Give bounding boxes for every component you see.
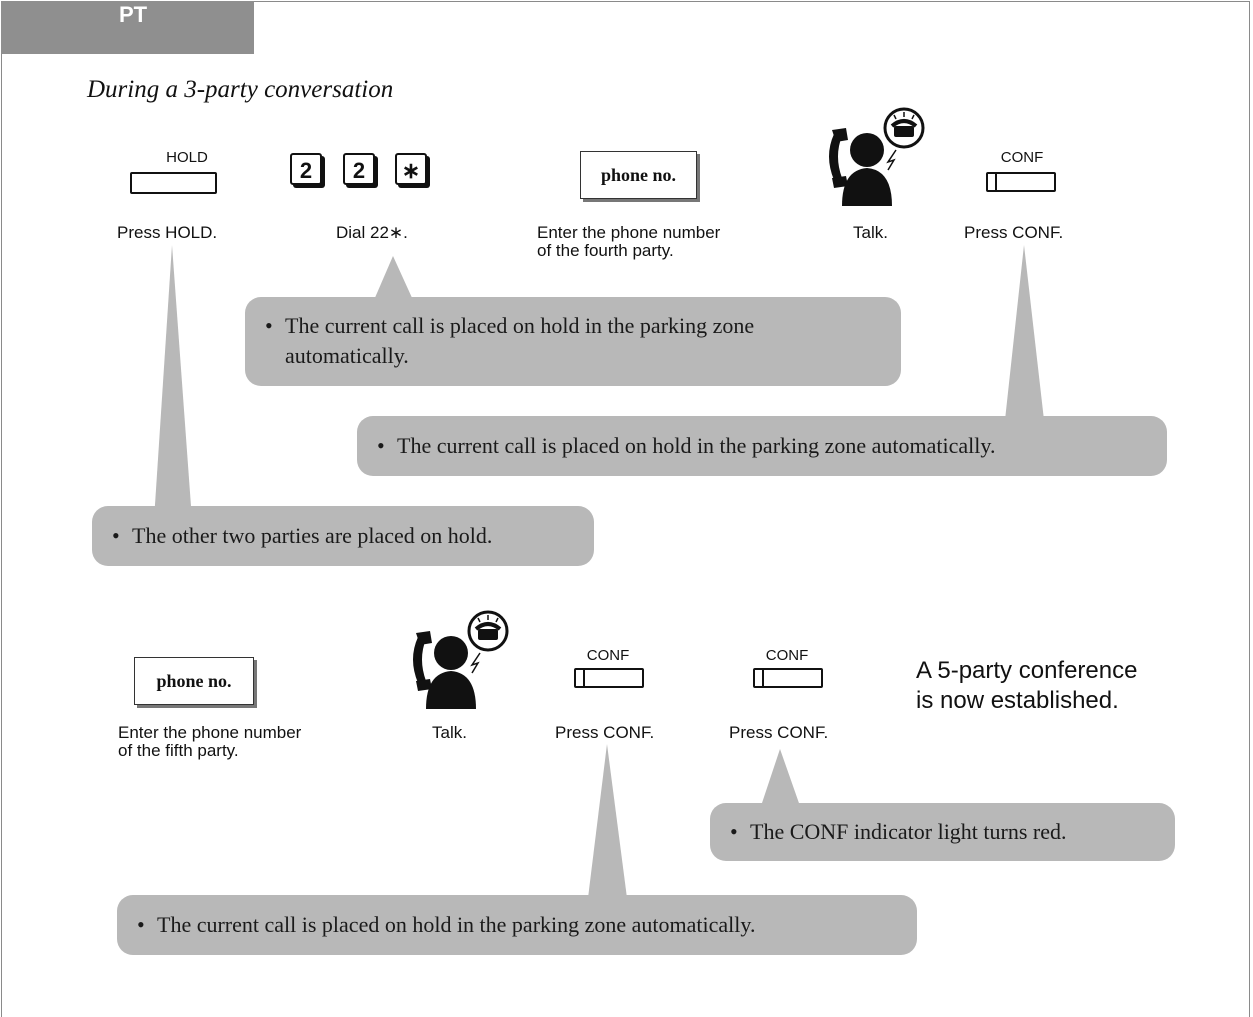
note-hold: • The other two parties are placed on ho…	[92, 506, 594, 566]
phone-no-box[interactable]: phone no.	[580, 151, 697, 199]
dial-key-2a[interactable]: 2	[290, 153, 322, 185]
bullet: •	[265, 313, 273, 338]
section-tab: PT	[1, 1, 254, 54]
phone-label-line2: of the fourth party.	[537, 241, 674, 260]
result-line1: A 5-party conference	[916, 657, 1138, 684]
note-dial: • The current call is placed on hold in …	[245, 297, 901, 386]
tab-label: PT	[119, 2, 148, 27]
dial-key-star[interactable]: ∗	[395, 153, 427, 185]
conf-button-2[interactable]	[574, 668, 644, 688]
note-conf-indicator: • The CONF indicator light turns red.	[710, 803, 1175, 861]
conf-lamp	[583, 670, 585, 686]
conf-caption-3: CONF	[765, 647, 809, 664]
pointer-conf-row1	[1005, 245, 1044, 420]
conf-label-2: Press CONF.	[555, 723, 655, 742]
conf-button-3[interactable]	[753, 668, 823, 688]
note-text-line2: automatically.	[285, 343, 409, 368]
phone-label-line1: Enter the phone number	[537, 223, 721, 242]
bullet: •	[137, 912, 145, 937]
note-text-line1: The current call is placed on hold in th…	[285, 313, 755, 338]
bullet: •	[377, 433, 385, 458]
hold-caption: HOLD	[166, 149, 208, 166]
note-text: The current call is placed on hold in th…	[157, 912, 756, 937]
conf-lamp	[762, 670, 764, 686]
dial-label: Dial 22∗.	[336, 223, 408, 242]
talk-label-2: Talk.	[432, 723, 467, 742]
talk-icon-2	[413, 610, 509, 709]
talk-icon	[829, 107, 925, 206]
note-text: The current call is placed on hold in th…	[397, 433, 996, 458]
note-parking: • The current call is placed on hold in …	[117, 895, 917, 955]
hold-button[interactable]	[130, 172, 217, 194]
bullet: •	[730, 819, 738, 844]
phone-no-box-2[interactable]: phone no.	[134, 657, 254, 705]
pointer-hold	[154, 245, 192, 520]
pointer-conf-row2-left	[588, 744, 627, 898]
conf-caption: CONF	[1000, 149, 1044, 166]
conf-button[interactable]	[986, 172, 1056, 192]
talk-label: Talk.	[853, 223, 888, 242]
subtitle: During a 3-party conversation	[87, 76, 394, 103]
pointer-conf-row2-right	[761, 749, 800, 806]
note-conf: • The current call is placed on hold in …	[357, 416, 1167, 476]
dial-key-2b[interactable]: 2	[343, 153, 375, 185]
note-text: The other two parties are placed on hold…	[132, 523, 493, 548]
bullet: •	[112, 523, 120, 548]
note-text: The CONF indicator light turns red.	[750, 819, 1067, 844]
pointer-dial	[374, 256, 413, 300]
conf-label: Press CONF.	[964, 223, 1064, 242]
conf-label-3: Press CONF.	[729, 723, 829, 742]
result-line2: is now established.	[916, 687, 1119, 714]
hold-label: Press HOLD.	[117, 223, 218, 242]
phone-label2-line2: of the fifth party.	[118, 741, 239, 760]
phone-label2-line1: Enter the phone number	[118, 723, 302, 742]
conf-lamp	[995, 174, 997, 190]
conf-caption-2: CONF	[586, 647, 630, 664]
